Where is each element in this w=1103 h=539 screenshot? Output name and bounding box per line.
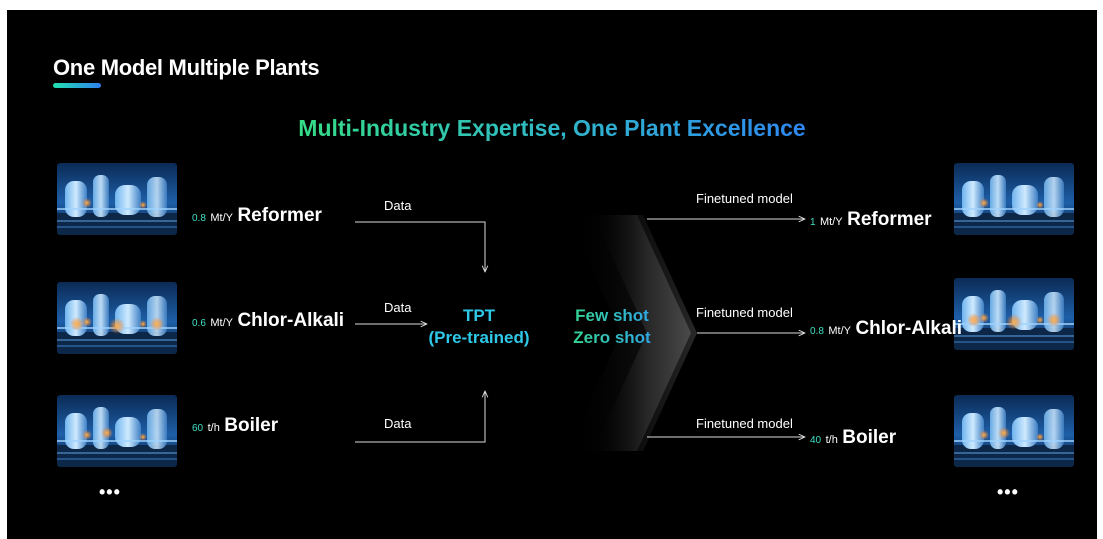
plant-name: Chlor-Alkali — [855, 318, 963, 339]
finetuned-label-middle: Finetuned model — [696, 305, 793, 320]
tpt-model-label: TPT (Pre-trained) — [419, 305, 539, 349]
finetuned-label-top: Finetuned model — [696, 191, 793, 206]
tpt-subtitle: (Pre-trained) — [428, 328, 530, 347]
data-arrow-bottom — [355, 391, 485, 443]
plant-name: Reformer — [847, 209, 932, 230]
capacity-value: 0.8 — [192, 213, 206, 224]
boiler-image-left — [57, 395, 177, 467]
title-underline — [53, 83, 101, 88]
plant-name: Boiler — [842, 427, 897, 448]
shot-mode-label: Few shot Zero shot — [562, 305, 662, 349]
data-arrow-top — [355, 221, 485, 272]
chlor-alkali-image-right — [954, 278, 1074, 350]
slide: One Model Multiple Plants Multi-Industry… — [7, 10, 1097, 539]
data-label-top: Data — [384, 198, 412, 213]
right-plant-label-chlor-alkali: 0.8 Mt/Y Chlor-Alkali — [810, 319, 962, 338]
capacity-unit: t/h — [207, 422, 220, 434]
left-plant-label-boiler: 60 t/h Boiler — [192, 416, 278, 435]
plant-name: Reformer — [237, 205, 322, 226]
plant-name: Boiler — [224, 415, 279, 436]
more-plants-right-ellipsis: ••• — [997, 482, 1019, 502]
capacity-value: 1 — [810, 217, 816, 228]
chevron-shape-back — [567, 215, 697, 451]
capacity-unit: Mt/Y — [210, 317, 233, 329]
capacity-value: 0.8 — [810, 326, 824, 337]
right-plant-label-reformer: 1 Mt/Y Reformer — [810, 210, 932, 229]
reformer-image-left — [57, 163, 177, 235]
more-plants-left-ellipsis: ••• — [99, 482, 121, 502]
plant-name: Chlor-Alkali — [237, 310, 345, 331]
boiler-image-right — [954, 395, 1074, 467]
left-plant-label-reformer: 0.8 Mt/Y Reformer — [192, 206, 322, 225]
data-label-middle: Data — [384, 300, 412, 315]
capacity-unit: t/h — [825, 434, 838, 446]
right-plant-label-boiler: 40 t/h Boiler — [810, 428, 896, 447]
subtitle-text: Multi-Industry Expertise, One Plant Exce… — [298, 115, 806, 141]
diagram-connectors — [355, 215, 1097, 451]
page-title: One Model Multiple Plants — [53, 55, 320, 80]
finetuned-label-bottom: Finetuned model — [696, 416, 793, 431]
capacity-value: 60 — [192, 423, 204, 434]
zero-shot-text: Zero shot — [562, 327, 662, 349]
capacity-unit: Mt/Y — [820, 216, 843, 228]
chevron-shape — [593, 215, 691, 451]
tpt-title: TPT — [462, 306, 496, 325]
capacity-value: 0.6 — [192, 318, 206, 329]
capacity-unit: Mt/Y — [828, 325, 851, 337]
subtitle: Multi-Industry Expertise, One Plant Exce… — [7, 115, 1097, 142]
reformer-image-right — [954, 163, 1074, 235]
chlor-alkali-image-left — [57, 282, 177, 354]
capacity-value: 40 — [810, 435, 822, 446]
data-label-bottom: Data — [384, 416, 412, 431]
left-plant-label-chlor-alkali: 0.6 Mt/Y Chlor-Alkali — [192, 311, 344, 330]
few-shot-text: Few shot — [562, 305, 662, 327]
capacity-unit: Mt/Y — [210, 212, 233, 224]
